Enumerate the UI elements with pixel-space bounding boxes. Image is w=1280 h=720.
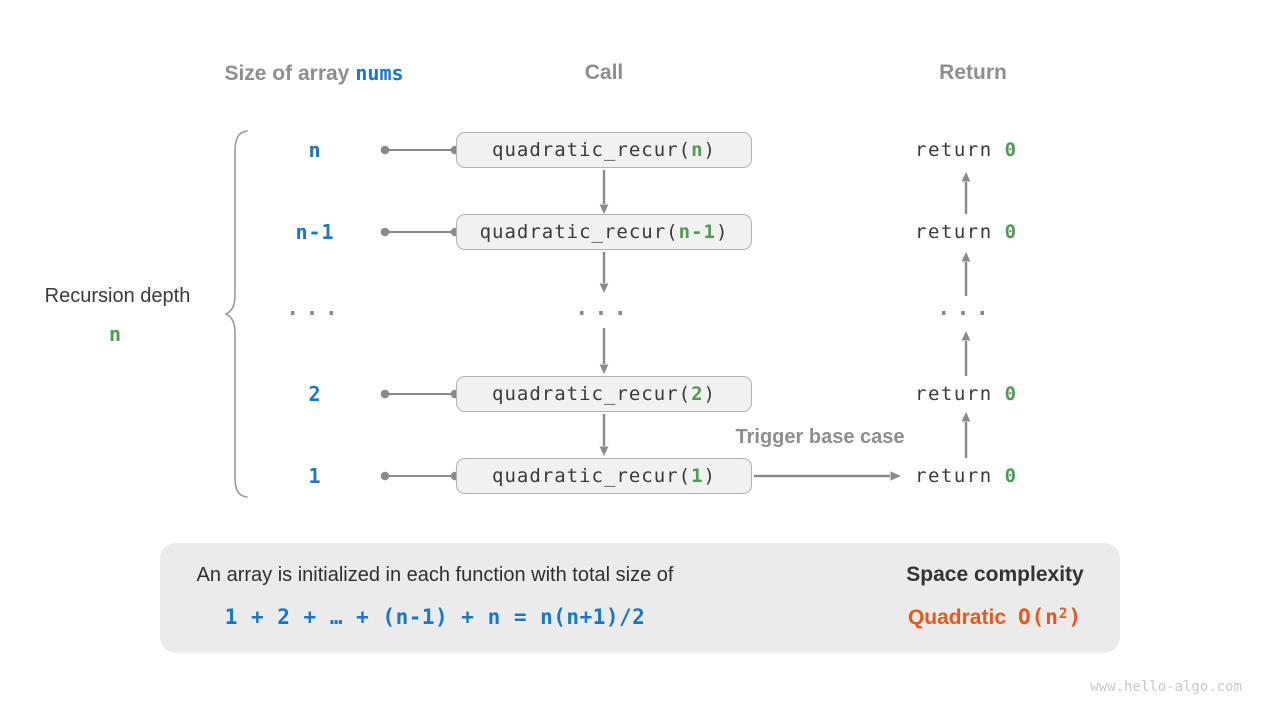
header-size-text: Size of array [224,62,350,85]
call-fn: quadratic_recur( [492,383,692,405]
big-o-close: ) [1068,605,1083,629]
return-value: 0 [1004,221,1018,243]
big-o-open: O(n [1018,605,1059,629]
connector-lines [380,145,460,481]
big-o-notation: O(n2) [1018,605,1082,629]
return-keyword: return [915,465,993,487]
trigger-arrow [754,471,901,481]
summary-panel [160,543,1120,653]
watermark: www.hello-algo.com [1090,679,1242,695]
return-statement-n: return 0 [915,132,1115,168]
return-ellipsis: ... [937,296,995,321]
call-fn: quadratic_recur( [479,221,679,243]
summary-description: An array is initialized in each function… [196,564,674,586]
call-ellipsis: ... [575,296,633,321]
return-value: 0 [1004,465,1018,487]
header-nums-code: nums [355,61,404,85]
call-box-2: quadratic_recur(2) [456,376,752,412]
return-keyword: return [915,139,993,161]
complexity-name: Quadratic [907,606,1006,629]
return-statement-2: return 0 [915,376,1115,412]
call-close: ) [703,465,716,487]
space-complexity-result: Quadratic O(n2) [872,601,1118,633]
brace [224,130,248,498]
call-box-n-1: quadratic_recur(n-1) [456,214,752,250]
call-close: ) [715,221,729,243]
return-statement-n-1: return 0 [915,214,1115,250]
return-keyword: return [915,221,993,243]
size-label-2: 2 [308,382,322,406]
call-box-1: quadratic_recur(1) [456,458,752,494]
return-keyword: return [915,383,993,405]
call-arg: n [691,139,704,161]
call-arg: 1 [691,465,704,487]
big-o-exponent: 2 [1058,606,1069,622]
size-label-n-1: n-1 [295,220,335,244]
summary-formula: 1 + 2 + … + (n-1) + n = n(n+1)/2 [224,605,646,629]
return-value: 0 [1004,383,1018,405]
return-statement-1: return 0 [915,458,1115,494]
call-close: ) [703,383,716,405]
call-close: ) [703,139,716,161]
size-label-n: n [308,138,322,162]
size-label-1: 1 [308,464,322,488]
size-ellipsis: ... [286,296,344,321]
call-arg: 2 [691,383,704,405]
return-value: 0 [1004,139,1018,161]
header-call: Call [584,61,624,84]
recursion-depth-label: Recursion depth [44,285,191,307]
recursion-depth-value: n [108,322,122,346]
call-box-n: quadratic_recur(n) [456,132,752,168]
call-fn: quadratic_recur( [492,139,692,161]
trigger-base-case-label: Trigger base case [735,426,905,448]
call-fn: quadratic_recur( [492,465,692,487]
space-complexity-title: Space complexity [906,563,1084,586]
header-return: Return [939,61,1007,84]
call-arg: n-1 [678,221,716,243]
